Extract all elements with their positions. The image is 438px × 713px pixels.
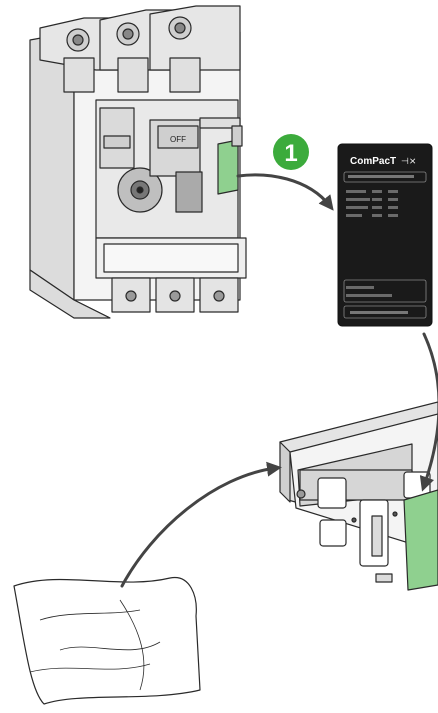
panel-label-location	[403, 489, 438, 591]
top-terminals	[39, 5, 241, 93]
arrows	[120, 173, 438, 588]
handle-off-label: OFF	[170, 135, 186, 144]
label-brand: ComPacT	[350, 156, 396, 167]
mounting-plate	[279, 401, 438, 591]
arrow-cloth-to-panel	[120, 461, 282, 588]
bottom-terminals	[111, 277, 239, 313]
step-badge: 1	[273, 134, 309, 170]
circuit-breaker: OFF	[29, 5, 247, 319]
arrow-breaker-to-label	[236, 173, 334, 211]
product-label-card: ComPacT ⊣⨯	[337, 143, 433, 327]
breaker-label-location	[217, 139, 239, 195]
arrow-label-to-panel	[419, 332, 438, 492]
label-spec-lines	[346, 190, 398, 297]
step-number: 1	[284, 140, 297, 167]
label-brand-symbol: ⊣⨯	[401, 156, 416, 166]
breaker-handle: OFF	[157, 125, 199, 149]
cleaning-cloth	[13, 577, 201, 705]
